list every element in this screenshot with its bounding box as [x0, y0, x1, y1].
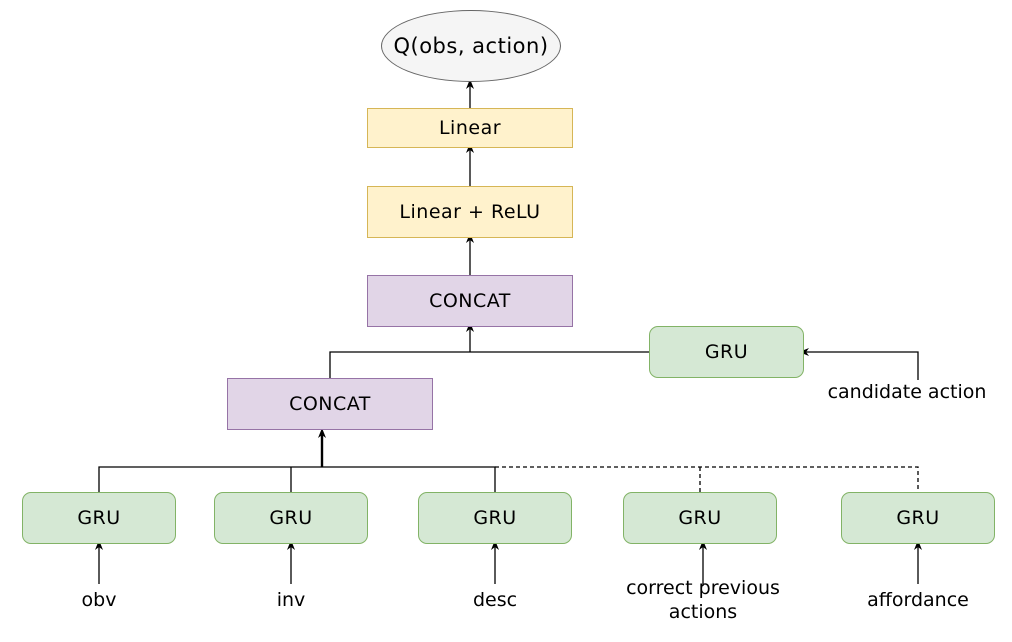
label-obv: obv: [81, 589, 117, 611]
linear-relu-layer: Linear + ReLU: [367, 186, 573, 238]
gru-desc: GRU: [418, 492, 572, 544]
linear-layer: Linear: [367, 108, 573, 148]
connector-concat-bottom-up: [329, 351, 650, 378]
arrow-candidate-to-gru: [799, 348, 919, 380]
label-inv: inv: [276, 589, 306, 611]
gru-prev-actions: GRU: [623, 492, 777, 544]
gru-obv: GRU: [22, 492, 176, 544]
gru-inv: GRU: [214, 492, 368, 544]
gru-candidate-action: GRU: [649, 326, 804, 378]
gru-affordance: GRU: [841, 492, 995, 544]
concat-bottom: CONCAT: [227, 378, 433, 430]
connector-bus-solid: [98, 466, 496, 492]
label-affordance: affordance: [867, 589, 969, 611]
label-desc: desc: [472, 589, 518, 611]
label-candidate-action: candidate action: [827, 381, 987, 403]
output-q-value: Q(obs, action): [381, 10, 561, 82]
concat-top: CONCAT: [367, 275, 573, 327]
connector-bus-dashed: [495, 466, 919, 492]
label-prev-actions: correct previous actions: [626, 577, 780, 623]
